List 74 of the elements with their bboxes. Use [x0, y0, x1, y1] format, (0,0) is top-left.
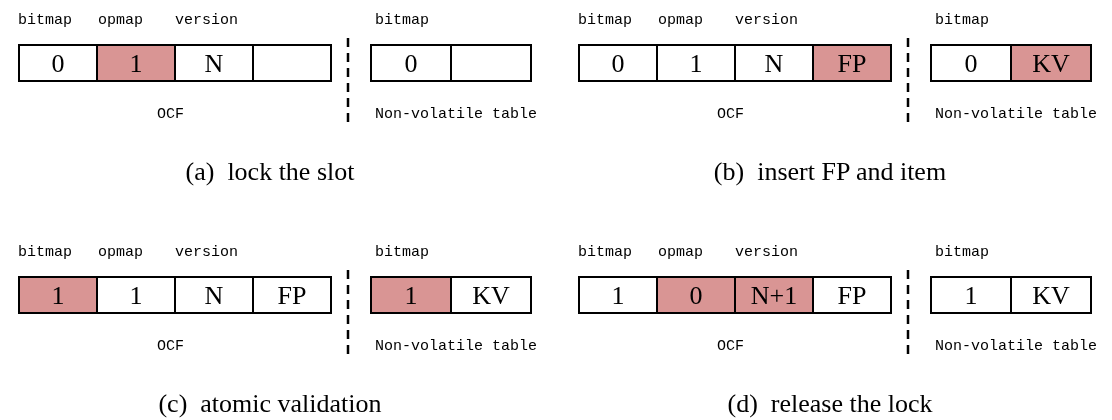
table-name: Non-volatile table — [935, 105, 1098, 125]
column-header: bitmap — [375, 11, 429, 31]
cell-value: KV — [472, 279, 510, 312]
column-header: bitmap — [18, 243, 72, 263]
table-cell — [1010, 276, 1092, 314]
cell-value: 0 — [689, 279, 703, 312]
table-cell — [734, 44, 814, 82]
table-cell — [450, 44, 532, 82]
table-cell — [656, 276, 736, 314]
table-name: Non-volatile table — [375, 105, 538, 125]
cell-value: 0 — [51, 47, 65, 80]
column-header: bitmap — [375, 243, 429, 263]
table-cell — [450, 276, 532, 314]
table-name: Non-volatile table — [375, 337, 538, 357]
table-cell — [174, 276, 254, 314]
table-name: OCF — [157, 105, 184, 125]
cell-value: FP — [277, 279, 307, 312]
table-cell — [812, 44, 892, 82]
table-cell — [812, 276, 892, 314]
cell-value: FP — [837, 279, 867, 312]
cell-value: N+1 — [750, 279, 798, 312]
table-cell — [370, 44, 452, 82]
cell-value: 1 — [611, 279, 625, 312]
panel-caption: (c) atomic validation — [158, 388, 382, 420]
table-cell — [734, 276, 814, 314]
cell-value: 1 — [51, 279, 65, 312]
column-header: opmap — [658, 11, 703, 31]
column-header: bitmap — [18, 11, 72, 31]
table-name: OCF — [717, 337, 744, 357]
table-cell — [174, 44, 254, 82]
column-header: opmap — [98, 11, 143, 31]
cell-value: 1 — [964, 279, 978, 312]
cell-value: 1 — [404, 279, 418, 312]
panel-caption: (d) release the lock — [727, 388, 933, 420]
column-header: bitmap — [578, 243, 632, 263]
cell-value: KV — [1032, 279, 1070, 312]
table-cell — [656, 44, 736, 82]
table-cell — [96, 44, 176, 82]
table-cell — [96, 276, 176, 314]
table-cell — [578, 276, 658, 314]
column-header: version — [175, 243, 238, 263]
cell-value: N — [204, 47, 224, 80]
cell-value: FP — [837, 47, 867, 80]
table-cell — [252, 276, 332, 314]
table-cell — [578, 44, 658, 82]
table-cell — [930, 44, 1012, 82]
column-header: bitmap — [935, 11, 989, 31]
table-cell — [370, 276, 452, 314]
table-cell — [930, 276, 1012, 314]
column-header: opmap — [98, 243, 143, 263]
panel-caption: (a) lock the slot — [185, 156, 355, 188]
cell-value: 1 — [129, 279, 143, 312]
column-header: bitmap — [935, 243, 989, 263]
cell-value: KV — [1032, 47, 1070, 80]
cell-value: N — [204, 279, 224, 312]
table-name: Non-volatile table — [935, 337, 1098, 357]
cell-value: 0 — [964, 47, 978, 80]
table-name: OCF — [157, 337, 184, 357]
column-header: version — [175, 11, 238, 31]
table-cell — [1010, 44, 1092, 82]
cell-value: 1 — [129, 47, 143, 80]
table-cell — [252, 44, 332, 82]
panel-caption: (b) insert FP and item — [713, 156, 947, 188]
cell-value: N — [764, 47, 784, 80]
column-header: version — [735, 11, 798, 31]
cell-value: 1 — [689, 47, 703, 80]
table-cell — [18, 44, 98, 82]
cell-value: 0 — [404, 47, 418, 80]
cell-value: 0 — [611, 47, 625, 80]
column-header: opmap — [658, 243, 703, 263]
table-cell — [18, 276, 98, 314]
column-header: version — [735, 243, 798, 263]
column-header: bitmap — [578, 11, 632, 31]
table-name: OCF — [717, 105, 744, 125]
